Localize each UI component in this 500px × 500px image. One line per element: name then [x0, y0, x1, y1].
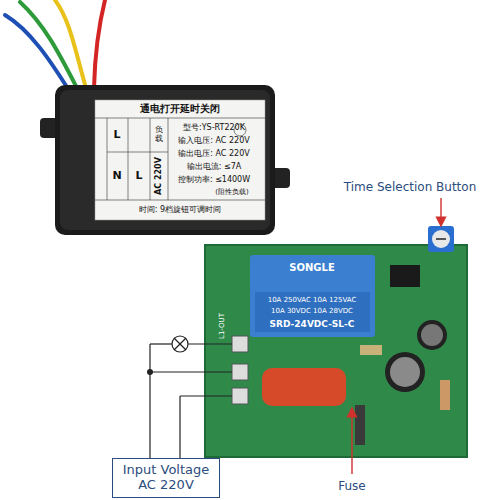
- spec-text: 输入电压: AC 220V: [178, 136, 249, 145]
- spec-text: 时间: 9档旋钮可调时间: [139, 205, 221, 214]
- relay-rating: 10A 30VDC 10A 28VDC: [271, 307, 353, 315]
- board-marking: L1-OUT: [218, 313, 226, 339]
- terminal-label: 负载: [155, 126, 163, 144]
- terminal-label: N: [112, 170, 121, 183]
- terminal-label: L: [113, 129, 120, 142]
- spec-text: 控制功率: ≤1400W: [178, 175, 250, 184]
- relay-model: SRD-24VDC-SL-C: [270, 319, 355, 329]
- spec-text: 输出电流: ≤7A: [187, 162, 242, 171]
- box-text: Input Voltage AC 220V: [119, 462, 213, 493]
- input-voltage-box: Input Voltage AC 220V: [112, 458, 220, 498]
- model-number: 型号:YS-RT220K: [183, 123, 245, 132]
- spec-text: 输出电压: AC 220V: [178, 149, 249, 158]
- spec-note: (阻性负载): [215, 188, 248, 196]
- callout-label: Fuse: [338, 480, 366, 494]
- callout-label: Time Selection Button: [344, 181, 477, 195]
- product-title: 通电打开延时关闭: [140, 103, 220, 115]
- terminal-label: L: [135, 170, 142, 183]
- relay-brand: SONGLE: [289, 262, 334, 274]
- terminal-label: AC 220V: [154, 157, 163, 195]
- relay-rating: 10A 250VAC 10A 125VAC: [268, 296, 357, 304]
